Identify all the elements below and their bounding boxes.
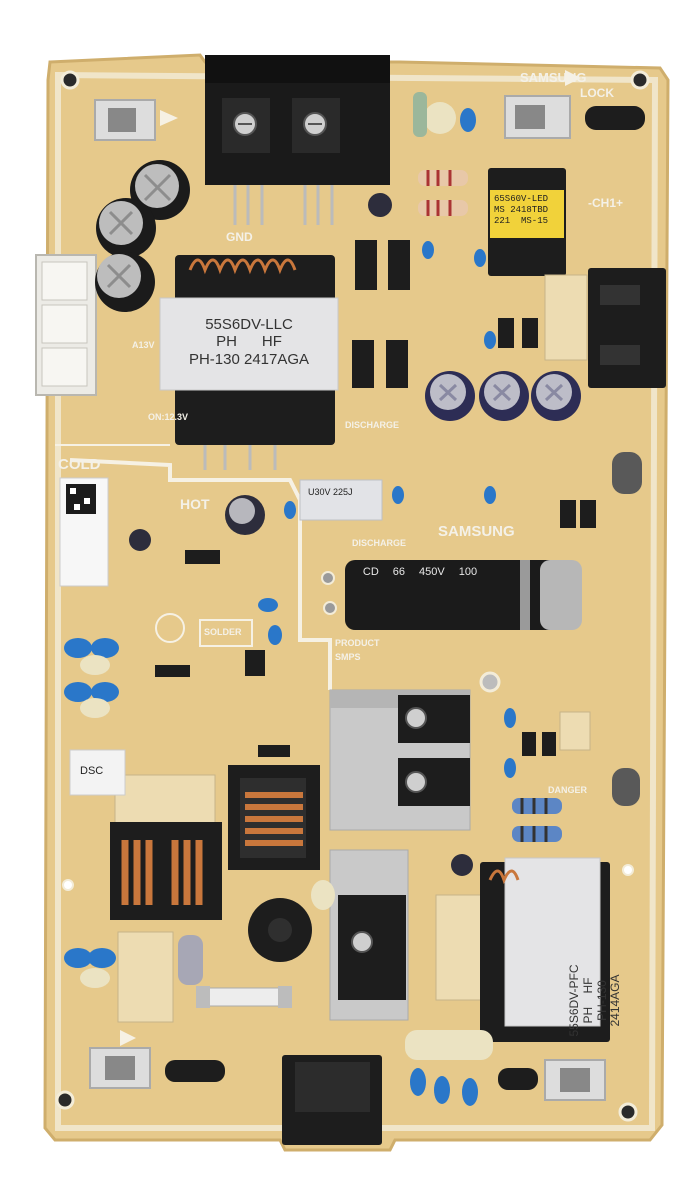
bulk-line-2: 66 — [392, 566, 406, 578]
pfc-transformer — [480, 857, 610, 1042]
llc-transformer — [159, 255, 339, 470]
mounting-hole-icon — [55, 70, 650, 1122]
film-capacitor-bottom — [435, 894, 482, 1001]
pfc-transformer-label: 55S6DV-PFC PH HF PH-130 2414AGA — [567, 953, 623, 1048]
bulk-capacitor-label: CD 66 450V 100 — [360, 566, 480, 579]
pfc-line-1: 55S6DV-PFC — [567, 964, 581, 1037]
y-capacitor-bottom — [117, 931, 174, 1023]
brand-logo-top: SAMSUNG — [520, 70, 587, 85]
llc-line-1: 55S6DV-LLC — [205, 316, 293, 333]
output-capacitors — [95, 160, 190, 312]
clip-top-left — [94, 99, 156, 141]
diodes — [155, 240, 596, 757]
smps-label: SMPS — [335, 652, 361, 662]
choke-upper — [228, 765, 320, 870]
solder-label: SOLDER — [204, 627, 242, 637]
bottom-connector — [282, 1055, 382, 1145]
clip-right-upper — [612, 452, 642, 494]
gnd-label: GND — [226, 230, 253, 244]
fuse-label-box — [69, 749, 126, 796]
pfc-heatsink — [329, 689, 471, 831]
fuse-label: DSC — [80, 765, 104, 777]
led-line-2: MS 2418TBD — [494, 204, 549, 215]
top-heatsink — [205, 55, 390, 225]
bridge-heatsink — [329, 849, 409, 1021]
x-capacitor-left — [114, 774, 216, 826]
llc-transformer-label: 55S6DV-LLC PH HF PH-130 2417AGA — [160, 316, 338, 368]
fuse — [196, 986, 292, 1008]
bulk-line-3: 450V — [419, 566, 445, 578]
hot-zone-label: HOT — [180, 496, 210, 512]
llc-line-2: PH HF — [216, 333, 282, 351]
slot-lock — [585, 106, 645, 130]
film-cap-top-label: U30V 225J — [308, 487, 353, 497]
pfc-line-3: PH-130 2414AGA — [594, 974, 623, 1027]
x-capacitor-right — [544, 274, 588, 361]
product-label: PRODUCT — [335, 638, 380, 648]
choke-lower — [110, 822, 222, 920]
rail-12v-label: ON:12.3V — [148, 412, 189, 422]
screw-icon — [351, 931, 373, 953]
secondary-capacitors — [425, 371, 581, 421]
led-line-1: 65S60V-LED — [494, 194, 549, 204]
lock-label: LOCK — [580, 86, 614, 100]
danger-label: DANGER — [548, 785, 588, 795]
led-driver-module — [488, 168, 566, 276]
screw-icon — [405, 707, 427, 729]
film-capacitor-top — [299, 479, 383, 521]
screw-icon — [405, 771, 427, 793]
ch1-label: -CH1+ — [588, 196, 624, 210]
arrow-icon — [120, 70, 581, 1046]
clip-right-lower — [612, 768, 640, 806]
bulk-line-1: CD — [362, 566, 379, 578]
bulk-capacitor — [345, 560, 582, 630]
pfc-line-2: PH HF — [580, 977, 595, 1024]
output-connector — [588, 268, 666, 388]
discharge-top-label: DISCHARGE — [345, 420, 400, 430]
clip-bottom-right — [544, 1059, 606, 1101]
led-chip-label: 65S60V-LED MS 2418TBD 221 MS-15 — [494, 194, 548, 226]
y-capacitors — [64, 108, 516, 1106]
led-line-3: 221 MS-15 — [494, 215, 549, 226]
barcode-sticker — [59, 477, 109, 587]
discharge-mid-label: DISCHARGE — [352, 538, 407, 548]
llc-line-3: PH-130 2417AGA — [188, 350, 310, 368]
bulk-line-4: 100 — [458, 566, 478, 578]
cold-zone-label: COLD — [58, 456, 101, 473]
input-connector — [35, 254, 97, 396]
brand-logo-mid: SAMSUNG — [438, 523, 515, 540]
rail-13v-label: A13V — [132, 340, 155, 350]
resistors — [178, 92, 562, 985]
